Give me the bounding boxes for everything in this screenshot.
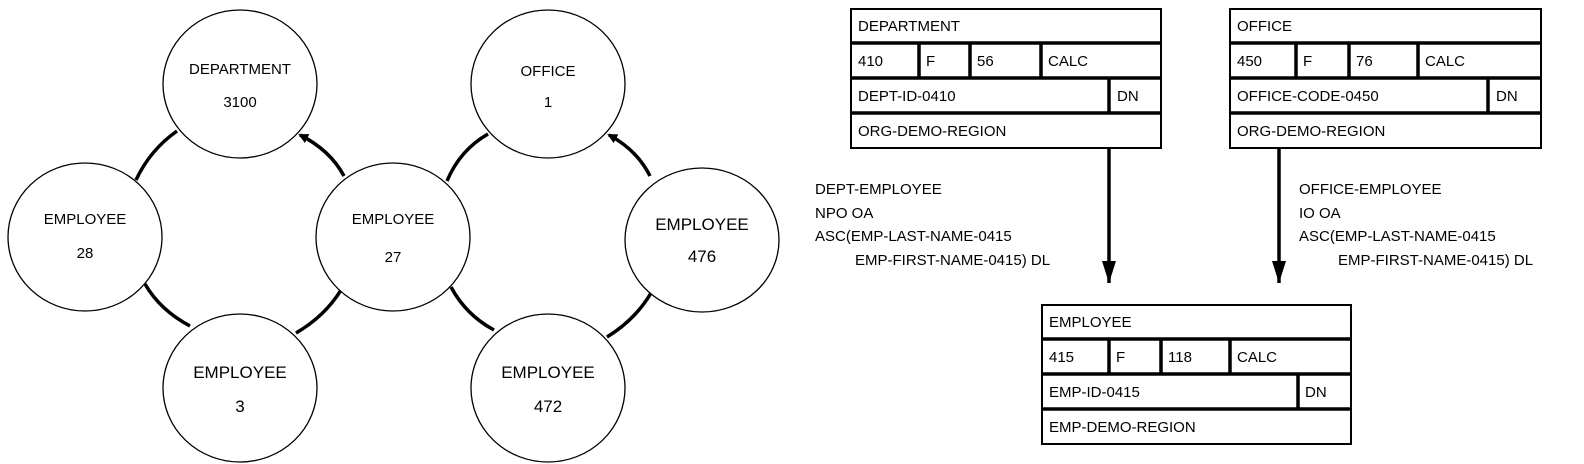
location-mode: CALC [1048,53,1088,70]
arc-employee28-employee3 [143,283,191,328]
arc-employee27-office [445,132,489,182]
record-box-department: DEPARTMENT 410 F 56 CALC DEPT-ID-0410 DN… [850,8,1162,149]
node-employee-28: EMPLOYEE 28 [7,162,163,312]
duplicates-option: DN [1117,88,1139,105]
location-mode: CALC [1425,53,1465,70]
node-employee-27: EMPLOYEE 27 [315,162,471,312]
calc-key: EMP-ID-0415 [1049,384,1140,401]
set-label-dept-employee: DEPT-EMPLOYEE NPO OA ASC(EMP-LAST-NAME-0… [815,181,1050,269]
node-employee-476: EMPLOYEE 476 [624,167,780,313]
record-name: EMPLOYEE [1049,314,1132,331]
set-pointers: IO OA [1299,205,1341,222]
calc-key: DEPT-ID-0410 [858,88,956,105]
node-office-1: OFFICE 1 [470,9,626,159]
record-length: 118 [1168,349,1192,366]
record-type: F [1303,53,1312,70]
node-employee-3: EMPLOYEE 3 [162,313,318,463]
node-value: 28 [77,245,94,262]
set-order-line1: ASC(EMP-LAST-NAME-0415 [815,228,1012,245]
node-value: 472 [534,397,562,416]
node-label: EMPLOYEE [501,363,595,382]
record-box-office: OFFICE 450 F 76 CALC OFFICE-CODE-0450 DN… [1229,8,1542,149]
node-label: EMPLOYEE [352,211,435,228]
record-type: F [926,53,935,70]
calc-key: OFFICE-CODE-0450 [1237,88,1379,105]
node-value: 3100 [223,94,256,111]
node-label: EMPLOYEE [193,363,287,382]
arc-employee476-office-arrow [607,133,652,177]
duplicates-option: DN [1496,88,1518,105]
node-value: 27 [385,249,402,266]
record-length: 56 [977,53,994,70]
record-name: OFFICE [1237,18,1292,35]
arc-department-employee28 [134,129,179,181]
set-label-office-employee: OFFICE-EMPLOYEE IO OA ASC(EMP-LAST-NAME-… [1299,181,1533,269]
area-name: EMP-DEMO-REGION [1049,419,1196,436]
set-pointers: NPO OA [815,205,873,222]
set-order-line2: EMP-FIRST-NAME-0415) DL [1338,252,1533,269]
area-name: ORG-DEMO-REGION [858,123,1006,140]
location-mode: CALC [1237,349,1277,366]
arc-employee472-employee476 [606,292,653,339]
record-box-employee: EMPLOYEE 415 F 118 CALC EMP-ID-0415 DN E… [1041,304,1352,445]
node-value: 476 [688,247,716,266]
set-name: DEPT-EMPLOYEE [815,181,942,198]
arc-employee27-employee472 [449,286,495,332]
node-value: 1 [544,94,552,111]
record-id: 410 [858,53,883,70]
node-label: DEPARTMENT [189,61,291,78]
node-label: OFFICE [521,63,576,80]
arc-employee3-employee27 [295,289,343,335]
node-employee-472: EMPLOYEE 472 [470,313,626,463]
set-name: OFFICE-EMPLOYEE [1299,181,1442,198]
record-length: 76 [1356,53,1373,70]
duplicates-option: DN [1305,384,1327,401]
record-type: F [1116,349,1125,366]
node-label: EMPLOYEE [44,211,127,228]
node-value: 3 [235,397,244,416]
node-department-3100: DEPARTMENT 3100 [162,9,318,159]
set-order-line2: EMP-FIRST-NAME-0415) DL [855,252,1050,269]
occurrence-set-arcs [134,129,653,339]
set-order-line1: ASC(EMP-LAST-NAME-0415 [1299,228,1496,245]
node-label: EMPLOYEE [655,215,749,234]
arc-employee27-department-arrow [298,133,346,177]
record-id: 450 [1237,53,1262,70]
record-name: DEPARTMENT [858,18,960,35]
record-id: 415 [1049,349,1074,366]
area-name: ORG-DEMO-REGION [1237,123,1385,140]
